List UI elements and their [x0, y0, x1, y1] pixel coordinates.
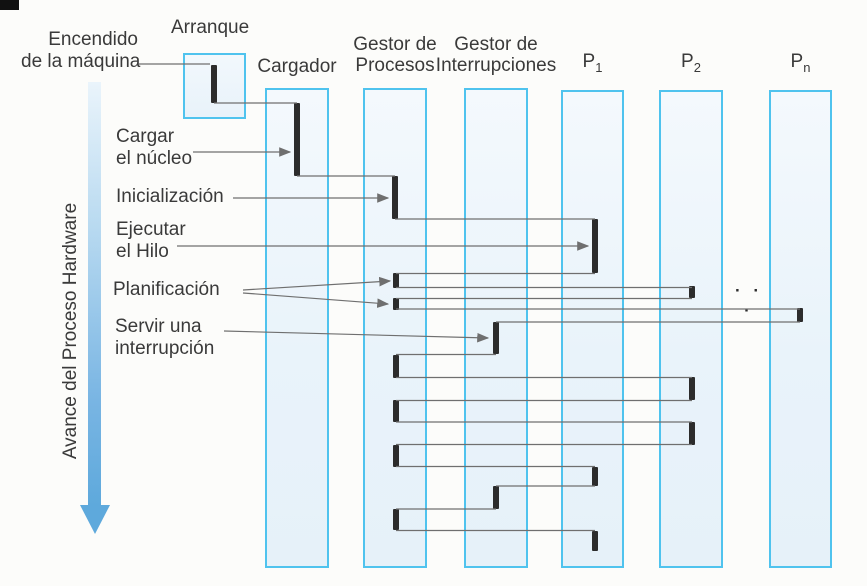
- execution-tick-gestor-procesos: [393, 400, 399, 422]
- process-label: P: [790, 51, 804, 72]
- hardware-progress-arrow-head: [80, 505, 110, 534]
- process-label: P: [681, 51, 694, 72]
- column-header-p2: P2: [681, 51, 701, 78]
- execution-tick-gestor-procesos: [393, 273, 399, 288]
- execution-tick-pn: [797, 308, 803, 322]
- column-pn: [769, 90, 832, 568]
- process-label: P: [582, 51, 596, 72]
- label-serve-interrupt-line1: Servir una: [115, 316, 202, 337]
- execution-tick-p2: [689, 377, 695, 400]
- label-initialization: Inicialización: [116, 186, 224, 207]
- hardware-axis-label: Avance del Proceso Hardware: [60, 202, 81, 460]
- execution-tick-gestor-interrupciones: [493, 322, 499, 354]
- column-header-p1: P1: [583, 51, 603, 78]
- execution-tick-p1: [592, 467, 598, 486]
- process-label-subscript: 1: [595, 59, 603, 75]
- process-label-subscript: n: [803, 59, 811, 75]
- process-label-subscript: 2: [693, 59, 701, 75]
- execution-tick-p2: [689, 422, 695, 445]
- execution-tick-p2: [689, 286, 695, 298]
- label-power-on-line1: Encendido: [48, 29, 138, 50]
- ellipsis: · · ·: [734, 281, 764, 320]
- execution-tick-p1: [592, 531, 598, 551]
- column-header-line: Gestor de: [454, 34, 538, 55]
- execution-tick-gestor-procesos: [393, 298, 399, 310]
- label-load-kernel-line2: el núcleo: [116, 148, 193, 169]
- label-serve-interrupt: Servir una interrupción: [115, 316, 214, 360]
- column-p1: [561, 90, 624, 568]
- label-scheduling: Planificación: [113, 279, 220, 300]
- column-header-line: Procesos: [355, 55, 435, 76]
- column-header-line: Cargador: [257, 56, 337, 77]
- execution-tick-gestor-procesos: [393, 509, 399, 530]
- execution-tick-gestor-procesos: [393, 445, 399, 467]
- label-load-kernel: Cargar el núcleo: [116, 126, 192, 170]
- execution-tick-gestor-interrupciones: [493, 486, 499, 509]
- column-header-cargador: Cargador: [257, 56, 336, 77]
- scan-artifact: [0, 0, 19, 10]
- label-arranque: Arranque: [171, 17, 250, 38]
- column-p2: [659, 90, 723, 568]
- label-run-thread-line2: el Hilo: [116, 241, 169, 262]
- column-header-pn: Pn: [791, 51, 811, 78]
- label-serve-interrupt-line2: interrupción: [115, 338, 215, 359]
- label-load-kernel-line1: Cargar: [116, 126, 175, 147]
- column-header-line: Interrupciones: [435, 55, 557, 76]
- label-power-on-line2: de la máquina: [21, 51, 141, 72]
- execution-tick-cargador: [294, 103, 300, 176]
- execution-tick-p1: [592, 219, 598, 273]
- execution-tick-arranque: [211, 65, 217, 103]
- label-arrow-5: [223, 330, 490, 343]
- label-power-on: Encendido de la máquina: [21, 29, 141, 73]
- execution-tick-gestor-procesos: [393, 355, 399, 378]
- column-header-line: Gestor de: [353, 34, 437, 55]
- column-gestor-procesos: [363, 88, 427, 568]
- execution-tick-gestor-procesos: [392, 176, 398, 219]
- label-run-thread-line1: Ejecutar: [116, 219, 186, 240]
- hardware-progress-arrow-shaft: [88, 82, 101, 506]
- label-run-thread: Ejecutar el Hilo: [116, 219, 186, 263]
